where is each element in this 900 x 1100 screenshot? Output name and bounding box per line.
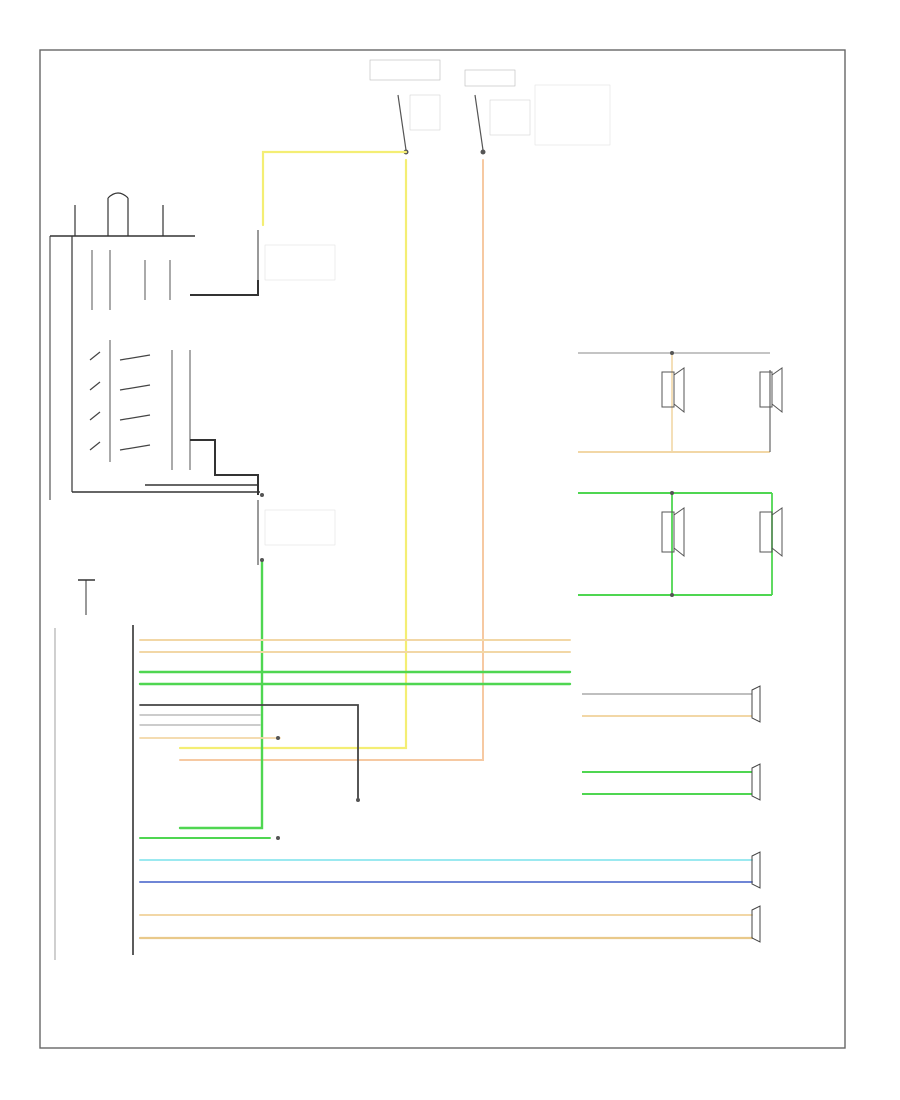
steering-wheel-control-switch bbox=[49, 192, 336, 565]
right-rear-speakers bbox=[578, 492, 783, 596]
black-wire-ground bbox=[139, 704, 359, 801]
left-front-speaker bbox=[751, 905, 761, 943]
right-front-speaker bbox=[751, 851, 761, 889]
yellow-wire-switch bbox=[261, 150, 408, 227]
fuse-block-top bbox=[369, 59, 611, 155]
left-rear-speakers bbox=[578, 352, 783, 453]
yellow-wire-feed bbox=[178, 158, 408, 750]
junction-dots bbox=[260, 351, 674, 840]
green-wire-switch bbox=[178, 558, 264, 830]
left-front-door-speaker bbox=[582, 685, 761, 723]
diagram-frame bbox=[39, 49, 846, 1049]
right-front-door-speaker bbox=[582, 763, 761, 801]
orange-wire-feed bbox=[179, 159, 484, 761]
ground-symbol bbox=[78, 579, 95, 615]
radio-connector bbox=[54, 625, 134, 960]
